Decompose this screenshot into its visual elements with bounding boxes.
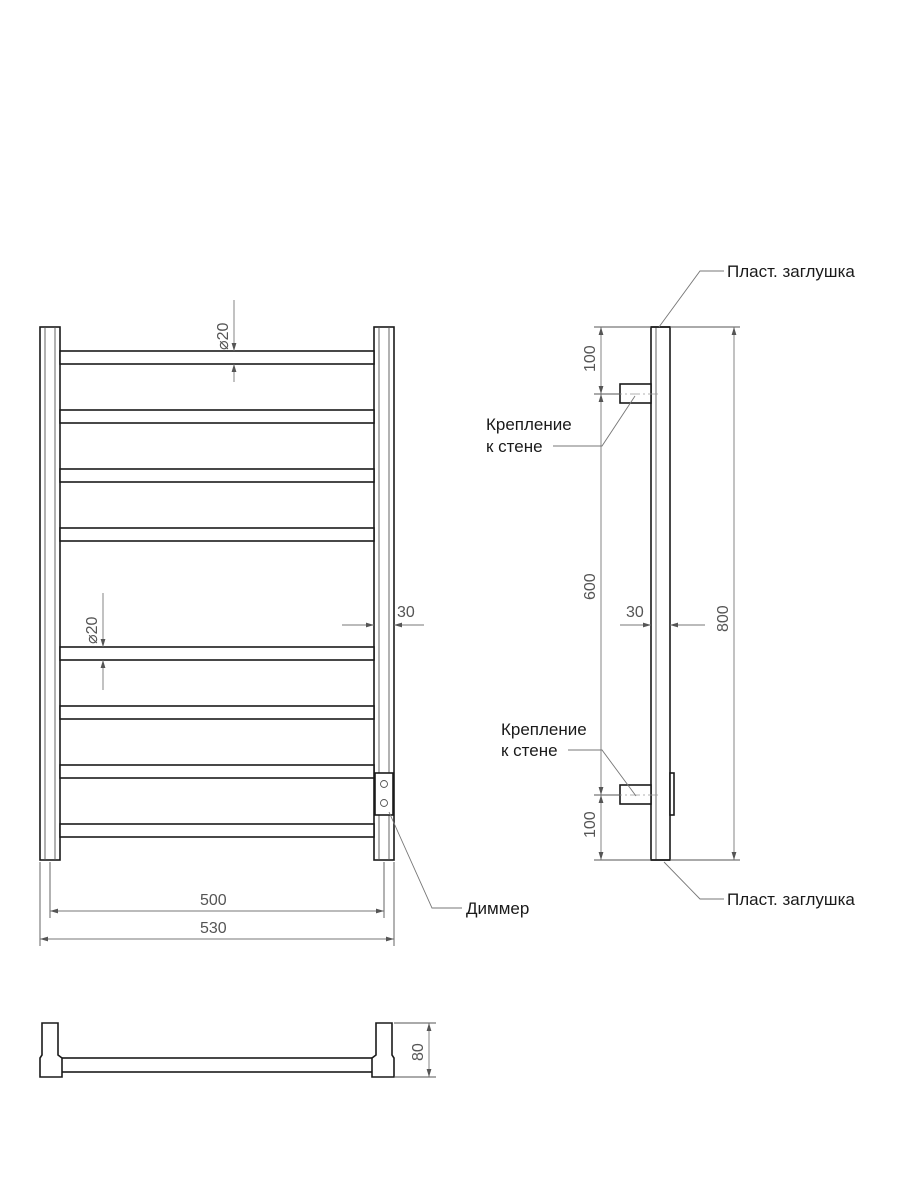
dim-side-total-text: 800 (715, 605, 732, 632)
dim-side-bottom-text: 100 (582, 811, 599, 838)
dim-side-offset-text: 30 (626, 604, 644, 621)
wall-mount-bottom (619, 784, 652, 805)
dim-side-top-text: 100 (582, 345, 599, 372)
rung (59, 764, 375, 779)
dimmer-unit (374, 772, 394, 816)
rung (59, 409, 375, 424)
front-view: ⌀20 ⌀20 30 500 530 Диммер (39, 300, 529, 946)
dim-depth-text: 80 (410, 1043, 427, 1061)
side-upright (650, 326, 671, 861)
cap-bottom-label: Пласт. заглушка (727, 890, 855, 909)
wall-mount-top (619, 383, 652, 404)
side-view: 100 600 100 800 30 Пласт. заглушка Пласт… (486, 262, 855, 909)
bottom-bar (59, 1057, 375, 1073)
dim-offset-front-text: 30 (397, 604, 415, 621)
dimmer-leader: Диммер (388, 811, 529, 918)
rung (59, 527, 375, 542)
dim-side-middle-text: 600 (582, 573, 599, 600)
cap-top-label: Пласт. заглушка (727, 262, 855, 281)
bottom-view: 80 (39, 1022, 436, 1078)
dim-diameter-top: ⌀20 (215, 300, 237, 382)
dim-diameter-mid-text: ⌀20 (84, 616, 101, 644)
rung (59, 705, 375, 720)
rungs (59, 350, 375, 838)
dim-offset-front: 30 (342, 604, 424, 628)
dim-outer-width-text: 530 (200, 920, 227, 937)
dim-diameter-top-text: ⌀20 (215, 322, 232, 350)
bottom-right-post (371, 1022, 395, 1078)
dim-widths: 500 530 (39, 862, 395, 946)
rung (59, 350, 375, 365)
rung (59, 823, 375, 838)
rung (59, 468, 375, 483)
dim-diameter-mid: ⌀20 (84, 593, 106, 690)
mount-top-label-2: к стене (486, 437, 543, 456)
mount-bottom-label-1: Крепление (501, 720, 587, 739)
dim-inner-width-text: 500 (200, 892, 227, 909)
dimmer-label: Диммер (466, 899, 529, 918)
mount-top-label-1: Крепление (486, 415, 572, 434)
bottom-left-post (39, 1022, 63, 1078)
left-upright (39, 326, 61, 861)
mount-bottom-label-2: к стене (501, 741, 558, 760)
rung (59, 646, 375, 661)
